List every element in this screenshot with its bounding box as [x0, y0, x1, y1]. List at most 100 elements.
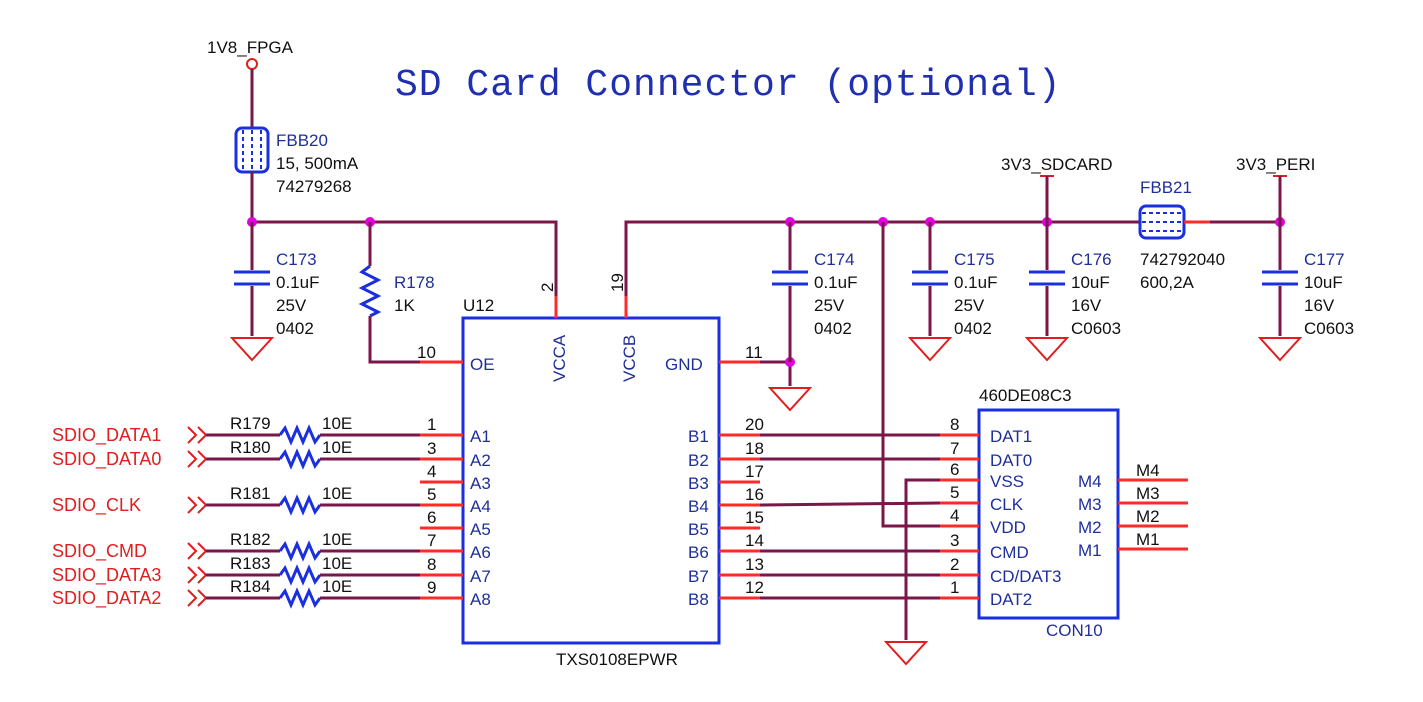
ferrite-bead-fbb21 — [1138, 204, 1186, 240]
con-pinnum: 5 — [950, 483, 959, 502]
resistor-r184 — [278, 587, 322, 609]
ground-symbol — [883, 641, 929, 666]
pinname-vcca: VCCA — [550, 334, 569, 382]
con-pinname: VDD — [990, 518, 1026, 537]
port-arrow — [197, 566, 208, 584]
wire — [368, 316, 420, 364]
c173-pkg: 0402 — [276, 319, 314, 338]
pinnum-a5: 6 — [427, 508, 436, 527]
c174-pkg: 0402 — [814, 319, 852, 338]
resistor-r182 — [278, 540, 322, 562]
con-pinname: DAT0 — [990, 451, 1032, 470]
pinname-b1: B1 — [688, 427, 709, 446]
r178-ref: R178 — [394, 273, 435, 292]
c177-volt: 16V — [1304, 296, 1335, 315]
c173-volt: 25V — [276, 296, 307, 315]
r178-val: 1K — [394, 296, 415, 315]
c175-ref: C175 — [954, 250, 995, 269]
port-arrow — [197, 589, 208, 607]
pinname-b2: B2 — [688, 451, 709, 470]
connector-con10-body — [977, 408, 1120, 620]
resistor-r178 — [358, 264, 382, 318]
net-label-1v8: 1V8_FPGA — [207, 38, 294, 57]
r184-ref: R184 — [230, 577, 271, 596]
con-pinname: CLK — [990, 495, 1024, 514]
pinname-a3: A3 — [470, 474, 491, 493]
page-title: SD Card Connector (optional) — [395, 64, 1062, 107]
wire — [759, 501, 941, 507]
con10-part: 460DE08C3 — [979, 386, 1072, 405]
c176-volt: 16V — [1071, 296, 1102, 315]
con-pinnum: 1 — [950, 578, 959, 597]
c173-val: 0.1uF — [276, 273, 319, 292]
r180-ref: R180 — [230, 438, 271, 457]
c175-val: 0.1uF — [954, 273, 997, 292]
net-label-sdio_data0: SDIO_DATA0 — [52, 449, 161, 470]
pinname-b3: B3 — [688, 474, 709, 493]
fbb21-ref: FBB21 — [1140, 178, 1192, 197]
wire — [760, 360, 792, 386]
pinname-a7: A7 — [470, 567, 491, 586]
pinnum-gnd: 11 — [745, 343, 763, 362]
resistor-r180 — [278, 448, 322, 470]
r183-ref: R183 — [230, 554, 271, 573]
net-label-sdio_data2: SDIO_DATA2 — [52, 588, 161, 609]
pinnum-oe: 10 — [417, 343, 436, 362]
ground-symbol — [907, 337, 953, 362]
pinnum-a1: 1 — [427, 415, 436, 434]
con-pinnum: 3 — [950, 531, 959, 550]
pinnum-b1: 20 — [745, 415, 764, 434]
fbb21-val2: 600,2A — [1140, 273, 1195, 292]
c174-volt: 25V — [814, 296, 845, 315]
net-label-sdio_data1: SDIO_DATA1 — [52, 425, 161, 446]
con-pinname: CD/DAT3 — [990, 567, 1061, 586]
c175-pkg: 0402 — [954, 319, 992, 338]
pinnum-b8: 12 — [745, 578, 764, 597]
resistor-r179 — [278, 424, 322, 446]
pinname-gnd: GND — [665, 355, 703, 374]
pinname-b6: B6 — [688, 543, 709, 562]
resistor-r183 — [278, 564, 322, 586]
mount-net: M2 — [1136, 507, 1160, 526]
c176-ref: C176 — [1071, 250, 1112, 269]
wire-vss — [904, 478, 940, 640]
capacitor-c173 — [234, 270, 270, 286]
port-arrow — [197, 426, 208, 444]
fbb20-val1: 15, 500mA — [276, 154, 359, 173]
port-arrow — [187, 542, 198, 560]
r179-val: 10E — [322, 414, 352, 433]
capacitor-c174 — [772, 270, 808, 286]
r182-ref: R182 — [230, 530, 271, 549]
con-pinname: DAT1 — [990, 427, 1032, 446]
pinnum-a3: 4 — [427, 462, 436, 481]
c177-pkg: C0603 — [1304, 319, 1354, 338]
pinnum-b3: 17 — [745, 462, 764, 481]
mount-net: M3 — [1136, 484, 1160, 503]
mount-pinname: M1 — [1078, 541, 1102, 560]
r182-val: 10E — [322, 530, 352, 549]
power-port-1v8 — [246, 58, 258, 70]
port-arrow — [187, 589, 198, 607]
pinname-b7: B7 — [688, 567, 709, 586]
port-arrow — [197, 542, 208, 560]
pinnum-b7: 13 — [745, 555, 764, 574]
fbb21-val1: 742792040 — [1140, 250, 1225, 269]
ground-symbol — [229, 337, 275, 362]
u12-part: TXS0108EPWR — [556, 650, 678, 669]
r181-ref: R181 — [230, 484, 271, 503]
net-label-sdio_data3: SDIO_DATA3 — [52, 565, 161, 586]
con-pinname: CMD — [990, 543, 1029, 562]
con-pinnum: 4 — [950, 506, 959, 525]
mount-pinname: M2 — [1078, 518, 1102, 537]
con-pinnum: 6 — [950, 460, 959, 479]
r179-ref: R179 — [230, 414, 271, 433]
wire-vccb-rail — [624, 220, 1140, 296]
capacitor-c175 — [912, 270, 948, 286]
pinname-oe: OE — [470, 355, 495, 374]
net-label-sdio_clk: SDIO_CLK — [52, 495, 141, 516]
